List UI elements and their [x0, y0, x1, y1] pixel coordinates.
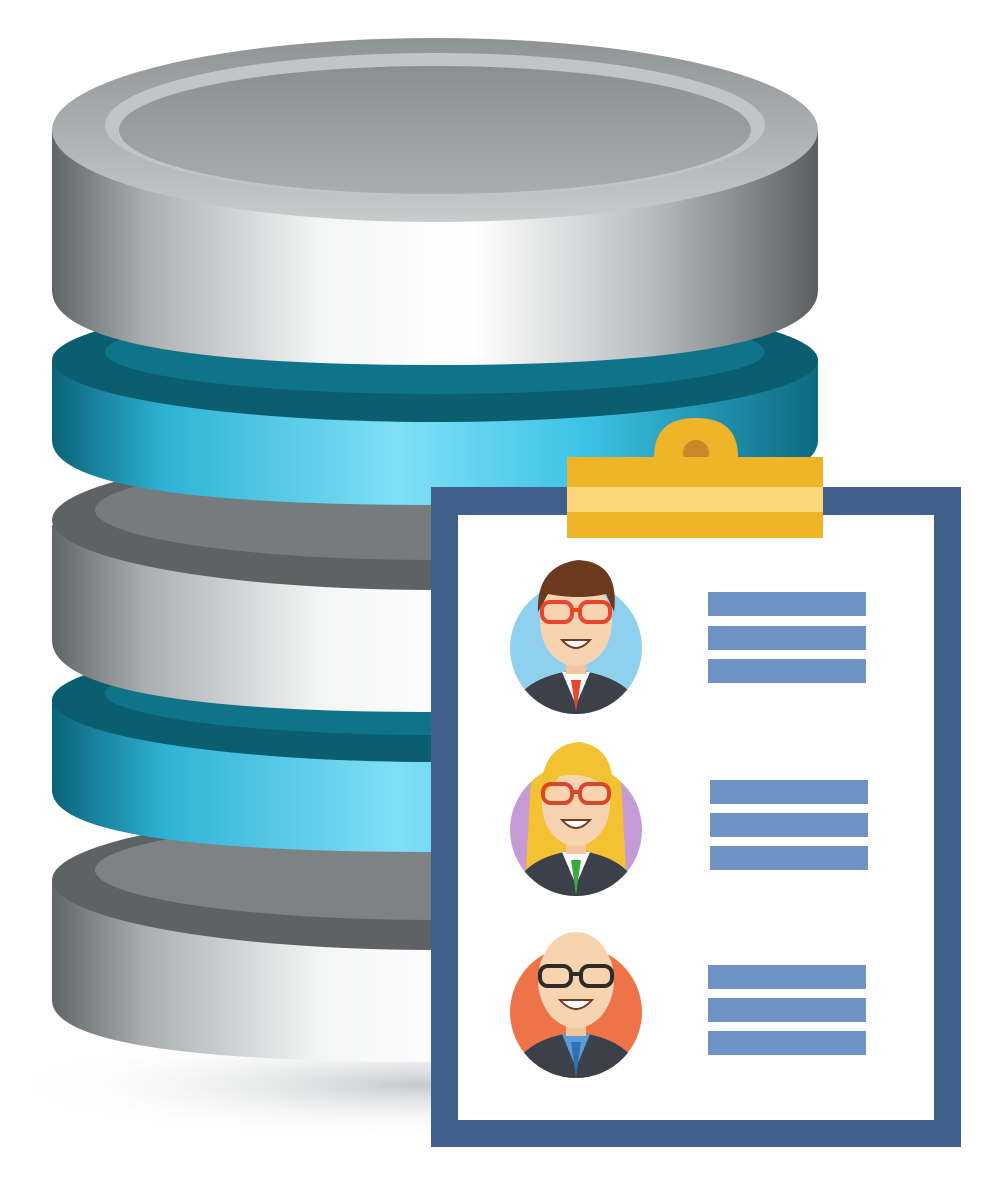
clipboard-icon [431, 418, 961, 1147]
blonde-woman-avatar [510, 742, 642, 896]
record-line [708, 965, 866, 989]
record-line [708, 998, 866, 1022]
record-line [708, 592, 866, 616]
clipboard-clip [567, 418, 823, 538]
record-line [710, 813, 868, 837]
record-line [710, 780, 868, 804]
record-line [710, 846, 868, 870]
record-line [708, 1031, 866, 1055]
record-line [708, 659, 866, 683]
record-entry-2 [510, 742, 868, 896]
database-disk-top [52, 38, 818, 365]
record-line [708, 626, 866, 650]
record-entry-3 [510, 932, 866, 1078]
